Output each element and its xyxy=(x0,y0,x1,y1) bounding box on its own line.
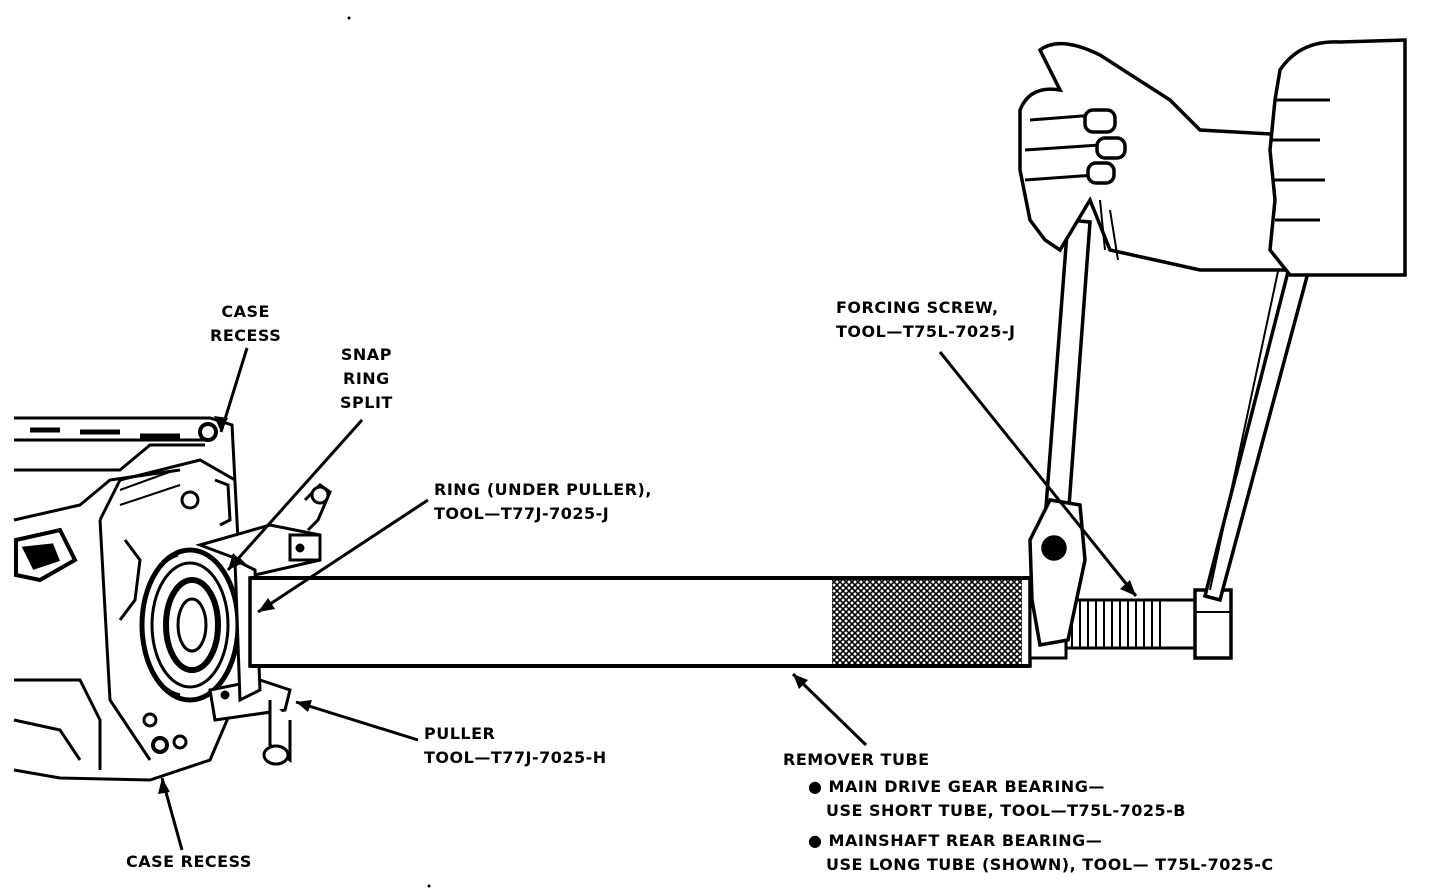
label-line: RING xyxy=(343,369,390,388)
label-line: SPLIT xyxy=(340,393,393,412)
remover-tube-icon xyxy=(248,576,1032,668)
label-line: TOOL—T77J-7025-J xyxy=(434,504,610,523)
transmission-case-icon xyxy=(13,416,242,782)
label-note-mainshaft-rear: ● MAINSHAFT REAR BEARING— USE LONG TUBE … xyxy=(808,829,1274,877)
label-ring-under-puller: RING (UNDER PULLER), TOOL—T77J-7025-J xyxy=(434,478,652,526)
label-line: TOOL—T77J-7025-H xyxy=(424,748,607,767)
label-line: TOOL—T75L-7025-J xyxy=(836,322,1016,341)
label-puller: PULLER TOOL—T77J-7025-H xyxy=(424,722,607,770)
label-line: PULLER xyxy=(424,724,496,743)
label-case-recess-bottom: CASE RECESS xyxy=(126,850,252,874)
label-line: USE LONG TUBE (SHOWN), TOOL— T75L-7025-C xyxy=(826,855,1274,874)
label-snap-ring-split: SNAP RING SPLIT xyxy=(340,343,393,415)
label-note-main-drive-gear: ● MAIN DRIVE GEAR BEARING— USE SHORT TUB… xyxy=(808,775,1186,823)
label-line: SNAP xyxy=(340,345,392,364)
label-line: FORCING SCREW, xyxy=(836,298,999,317)
hands-icon xyxy=(1018,38,1407,277)
wrench-icon xyxy=(1028,218,1323,648)
leader-arrowheads xyxy=(158,416,1136,794)
label-line: USE SHORT TUBE, TOOL—T75L-7025-B xyxy=(826,801,1186,820)
label-line: ● MAINSHAFT REAR BEARING— xyxy=(808,831,1103,850)
label-line: CASE xyxy=(221,302,270,321)
label-line: ● MAIN DRIVE GEAR BEARING— xyxy=(808,777,1105,796)
label-remover-tube: REMOVER TUBE xyxy=(783,748,930,772)
label-case-recess-top: CASE RECESS xyxy=(210,300,281,348)
label-line: REMOVER TUBE xyxy=(783,750,930,769)
label-forcing-screw: FORCING SCREW, TOOL—T75L-7025-J xyxy=(836,296,1015,344)
label-line: RECESS xyxy=(210,326,282,345)
bearing-puller-icon xyxy=(195,483,332,766)
bearing-icon xyxy=(139,547,241,703)
label-line: RING (UNDER PULLER), xyxy=(434,480,652,499)
label-line: CASE RECESS xyxy=(126,852,252,871)
